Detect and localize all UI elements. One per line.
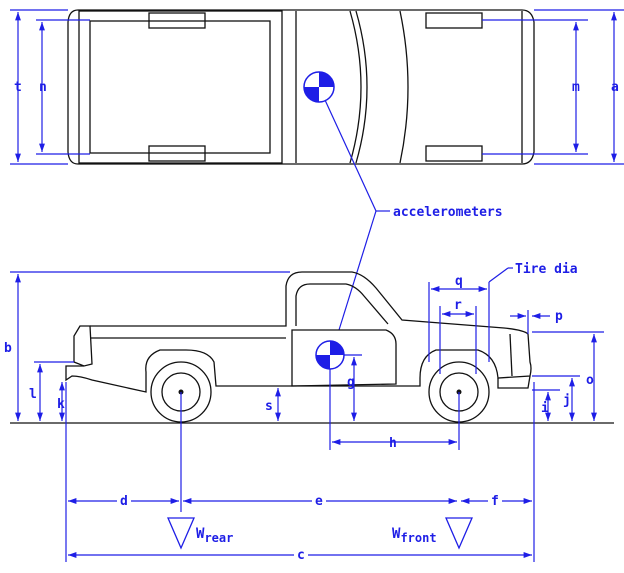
door-outline — [291, 329, 397, 387]
rear-weight-label: Wrear — [196, 526, 233, 545]
truck-bed-outline — [78, 10, 283, 164]
front-weight-label: Wfront — [392, 526, 437, 545]
rear-wheel-top-left — [148, 12, 206, 29]
truck-body-profile — [65, 271, 532, 393]
label-e: e — [315, 494, 323, 509]
label-p: p — [555, 309, 563, 324]
label-m: m — [572, 80, 580, 95]
side-view-center-dimensions: s g h — [265, 354, 460, 451]
bottom-dimensions: d e f c — [65, 382, 535, 563]
front-wheel-top-left — [425, 12, 483, 29]
front-bumper — [497, 375, 531, 389]
front-wheel-top-right — [425, 145, 483, 162]
windshield-curve — [349, 10, 362, 164]
windshield-curve-inner — [355, 10, 368, 164]
rear-weight-arrow: Wrear — [167, 517, 233, 550]
center-of-gravity-marker-icon — [303, 71, 335, 103]
accelerometers-callout: accelerometers — [324, 99, 503, 331]
top-view — [67, 9, 535, 165]
rear-window — [295, 283, 389, 326]
rear-wheel-top-right — [148, 145, 206, 162]
grille-line — [509, 333, 513, 377]
label-l: l — [29, 387, 37, 402]
label-g: g — [347, 375, 355, 390]
top-view-dimensions: t n m a — [10, 9, 624, 165]
label-r: r — [454, 298, 462, 313]
side-view-right-dimensions: o j i — [532, 331, 604, 421]
tire-dia-label: Tire dia — [515, 262, 578, 277]
side-view — [10, 271, 614, 424]
label-d: d — [120, 494, 128, 509]
top-view-body-outline — [67, 9, 535, 165]
label-o: o — [586, 373, 594, 388]
tailgate — [73, 325, 93, 367]
side-view-tire-dimensions: q r Tire dia p — [428, 262, 578, 374]
label-s: s — [265, 399, 273, 414]
accelerometers-label: accelerometers — [393, 205, 503, 220]
label-k: k — [57, 397, 65, 412]
label-h: h — [389, 436, 397, 451]
side-view-left-dimensions: b l k — [4, 271, 290, 421]
label-f: f — [491, 494, 499, 509]
label-a: a — [611, 80, 619, 95]
label-b: b — [4, 341, 12, 356]
label-t: t — [14, 80, 22, 95]
label-n: n — [39, 80, 47, 95]
label-q: q — [455, 274, 463, 289]
front-weight-arrow: Wfront — [392, 517, 473, 550]
label-c: c — [297, 548, 305, 563]
truck-bed-inner — [89, 20, 271, 154]
label-i: i — [541, 401, 549, 416]
hood-curve — [399, 10, 409, 164]
label-j: j — [563, 393, 571, 408]
center-of-gravity-side-icon — [315, 340, 345, 370]
